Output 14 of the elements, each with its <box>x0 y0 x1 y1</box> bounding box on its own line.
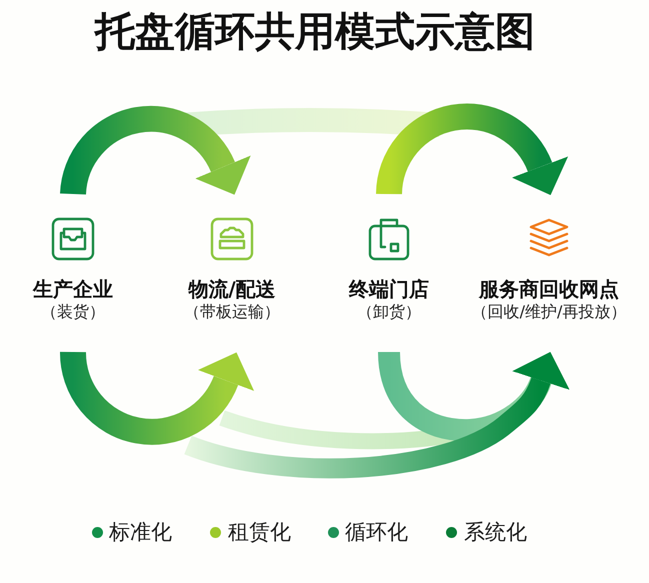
node-subtitle: （卸货） <box>357 302 421 322</box>
legend-label: 租赁化 <box>228 519 291 545</box>
node-subtitle: （装货） <box>41 302 105 322</box>
node-subtitle: （带板运输） <box>184 302 280 322</box>
legend-label: 标准化 <box>109 519 172 545</box>
title: 托盘循环共用模式示意图 <box>95 8 535 56</box>
legend-label: 系统化 <box>464 519 527 545</box>
curved-arrow <box>184 352 570 478</box>
node-title: 终端门店 <box>349 277 429 301</box>
node-title: 物流/配送 <box>188 277 276 301</box>
legend-label: 循环化 <box>345 519 408 545</box>
node-title: 服务商回收网点 <box>479 277 619 301</box>
node-title: 生产企业 <box>33 277 113 301</box>
node-subtitle: （回收/维护/再投放） <box>472 302 626 322</box>
